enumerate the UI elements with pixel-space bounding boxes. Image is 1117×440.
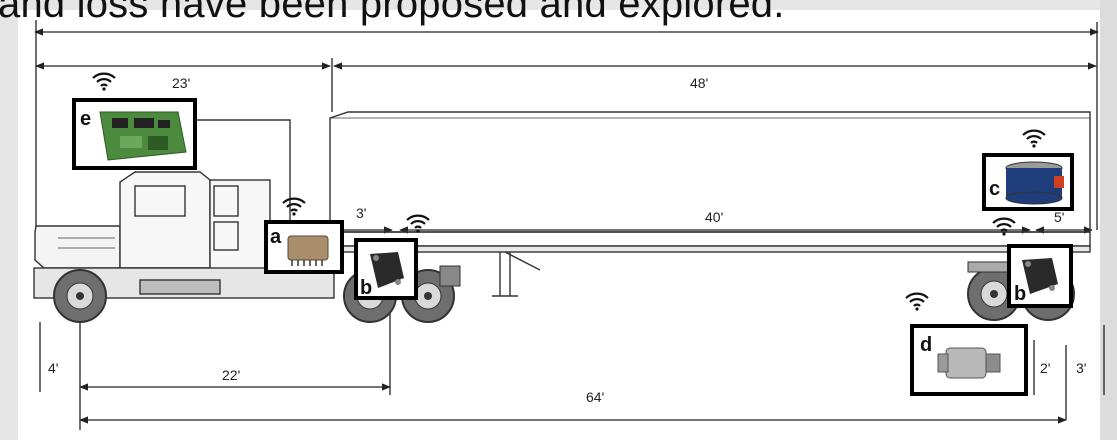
dim-trailer-span: 40' xyxy=(705,209,723,225)
sensor-label-d: d xyxy=(920,334,932,356)
sensor-label-b: b xyxy=(1014,283,1026,305)
dim-total-length: 64' xyxy=(586,389,604,405)
sensor-b-rear: b xyxy=(1007,244,1073,308)
wireless-icon xyxy=(1021,129,1047,149)
sensor-label-b: b xyxy=(360,277,372,299)
sensor-b-front: b xyxy=(354,238,418,300)
sensor-label-e: e xyxy=(80,108,91,130)
wireless-icon xyxy=(91,72,117,92)
dim-front-height: 4' xyxy=(48,360,58,376)
dimension-lines xyxy=(34,20,1105,430)
dim-gap: 3' xyxy=(356,205,366,221)
wireless-icon xyxy=(991,217,1017,237)
trailer-body xyxy=(329,111,1091,297)
dim-trailer-length: 48' xyxy=(690,75,708,91)
dim-sensor-height: 2' xyxy=(1040,360,1050,376)
wireless-icon xyxy=(904,292,930,312)
sensor-c-load-cell: c xyxy=(982,153,1074,211)
dim-cab-to-axle: 22' xyxy=(222,367,240,383)
sensor-a-chip: a xyxy=(264,220,344,274)
sensor-d-speed-sensor: d xyxy=(910,324,1028,396)
sensor-label-a: a xyxy=(270,226,282,248)
dim-rear-height: 3' xyxy=(1076,360,1086,376)
slide-caption: and loss have been proposed and explored… xyxy=(0,0,785,26)
dim-cab-length: 23' xyxy=(172,75,190,91)
sensor-e-circuit-board: e xyxy=(72,98,197,170)
dim-rear-offset: 5' xyxy=(1054,209,1064,225)
sensor-label-c: c xyxy=(989,178,1000,200)
wireless-icon xyxy=(281,197,307,217)
